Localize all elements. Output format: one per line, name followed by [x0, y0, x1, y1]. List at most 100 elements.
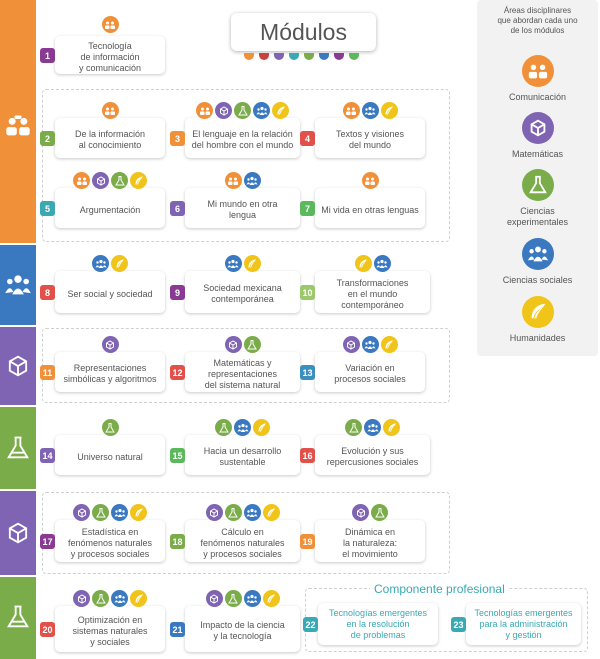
module-title: Ser social y sociedad — [67, 288, 153, 299]
module-card[interactable]: Hacia un desarrollo sustentable — [185, 435, 300, 475]
module-card[interactable]: De la información al conocimiento — [55, 118, 165, 158]
flask-icon — [371, 504, 388, 521]
people-talking-icon — [196, 102, 213, 119]
people-talking-icon — [224, 172, 242, 189]
people-talking-icon — [101, 102, 119, 119]
module-card[interactable]: Optimización en sistemas naturales y soc… — [55, 606, 165, 652]
module-number-badge: 20 — [40, 622, 55, 637]
feather-icon — [354, 255, 372, 272]
module-title: Tecnologías emergentes para la administr… — [474, 607, 573, 640]
module-title: Estadística en fenómenos naturales y pro… — [67, 526, 153, 559]
title-color-dots — [244, 53, 359, 60]
cube-icon — [101, 336, 119, 353]
people-group-icon — [111, 590, 128, 607]
module-card[interactable]: Tecnología de información y comunicación — [55, 36, 165, 74]
feather-icon — [130, 172, 147, 189]
module-title: Representaciones simbólicas y algoritmos — [63, 363, 157, 384]
module-card[interactable]: Evolución y sus repercusiones sociales — [315, 435, 430, 475]
module-area-icons — [224, 255, 261, 272]
module-card[interactable]: Impacto de la ciencia y la tecnología — [185, 606, 300, 652]
module-card[interactable]: El lenguaje en la relación del hombre co… — [185, 118, 300, 158]
module-area-icons — [92, 255, 128, 272]
module-number-badge: 10 — [300, 285, 315, 300]
feather-icon — [380, 336, 398, 353]
cube-icon — [4, 519, 32, 547]
legend-item-experimentales: Ciencias experimentales — [477, 169, 598, 228]
feather-icon — [383, 419, 400, 436]
people-group-icon — [253, 102, 270, 119]
module-card[interactable]: Matemáticas y representaciones del siste… — [185, 352, 300, 392]
module-card[interactable]: Estadística en fenómenos naturales y pro… — [55, 520, 165, 562]
module-card[interactable]: Sociedad mexicana contemporánea — [185, 271, 300, 313]
module-number-badge: 11 — [40, 365, 55, 380]
module-title: Tecnologías emergentes en la resolución … — [328, 607, 428, 640]
module-area-icons — [345, 419, 400, 436]
module-card[interactable]: Cálculo en fenómenos naturales y proceso… — [185, 520, 300, 562]
module-number-badge: 14 — [40, 448, 55, 463]
band-experimentales — [0, 407, 36, 489]
band-matematicas — [0, 327, 36, 405]
flask-icon — [4, 603, 32, 631]
module-area-icons — [354, 255, 391, 272]
module-area-icons — [224, 336, 261, 353]
people-group-icon — [243, 504, 261, 521]
module-card[interactable]: Dinámica en la naturaleza: el movimiento — [315, 520, 425, 562]
module-number-badge: 2 — [40, 131, 55, 146]
module-area-icons — [205, 590, 280, 607]
cube-icon — [352, 504, 369, 521]
module-area-icons — [101, 419, 119, 436]
module-card[interactable]: Universo natural — [55, 435, 165, 475]
legend-item-comunicacion: Comunicación — [477, 55, 598, 103]
module-number-badge: 13 — [300, 365, 315, 380]
module-number-badge: 6 — [170, 201, 185, 216]
module-title: Optimización en sistemas naturales y soc… — [72, 614, 148, 647]
flask-icon — [521, 169, 554, 201]
module-card[interactable]: Variación en procesos sociales — [315, 352, 425, 392]
module-number-badge: 3 — [170, 131, 185, 146]
cube-icon — [73, 504, 90, 521]
module-title: Sociedad mexicana contemporánea — [203, 283, 282, 304]
cube-icon — [92, 172, 109, 189]
people-talking-icon — [361, 172, 379, 189]
module-area-icons — [73, 504, 147, 521]
module-card[interactable]: Tecnologías emergentes en la resolución … — [318, 603, 438, 645]
cube-icon — [521, 112, 554, 144]
module-card[interactable]: Mi vida en otras lenguas — [315, 188, 425, 228]
people-group-icon — [361, 102, 379, 119]
module-title: Textos y visiones del mundo — [335, 129, 405, 150]
feather-icon — [272, 102, 289, 119]
legend-item-sociales: Ciencias sociales — [477, 238, 598, 286]
people-group-icon — [111, 504, 128, 521]
module-card[interactable]: Argumentación — [55, 188, 165, 228]
band-experimentales-2 — [0, 577, 36, 659]
feather-icon — [521, 296, 554, 328]
module-card[interactable]: Transformaciones en el mundo contemporán… — [315, 271, 430, 313]
people-group-icon — [373, 255, 391, 272]
people-group-icon — [361, 336, 379, 353]
flask-icon — [92, 590, 109, 607]
module-area-icons — [73, 172, 147, 189]
module-card[interactable]: Mi mundo en otra lengua — [185, 188, 300, 228]
module-number-badge: 5 — [40, 201, 55, 216]
feather-icon — [243, 255, 261, 272]
module-card[interactable]: Tecnologías emergentes para la administr… — [466, 603, 581, 645]
module-card[interactable]: Ser social y sociedad — [55, 271, 165, 313]
band-comunicacion — [0, 0, 36, 243]
module-area-icons — [101, 336, 119, 353]
module-number-badge: 22 — [303, 617, 318, 632]
module-card[interactable]: Textos y visiones del mundo — [315, 118, 425, 158]
title-color-dot — [304, 53, 314, 60]
people-group-icon — [224, 255, 242, 272]
people-group-icon — [243, 172, 261, 189]
title-color-dot — [334, 53, 344, 60]
module-card[interactable]: Representaciones simbólicas y algoritmos — [55, 352, 165, 392]
title-color-dot — [244, 53, 254, 60]
legend-heading: Áreas disciplinares que abordan cada uno… — [497, 6, 578, 35]
feather-icon — [130, 504, 147, 521]
cube-icon — [4, 352, 32, 380]
people-talking-icon — [73, 172, 90, 189]
flask-icon — [111, 172, 128, 189]
module-number-badge: 18 — [170, 534, 185, 549]
module-number-badge: 9 — [170, 285, 185, 300]
module-number-badge: 12 — [170, 365, 185, 380]
